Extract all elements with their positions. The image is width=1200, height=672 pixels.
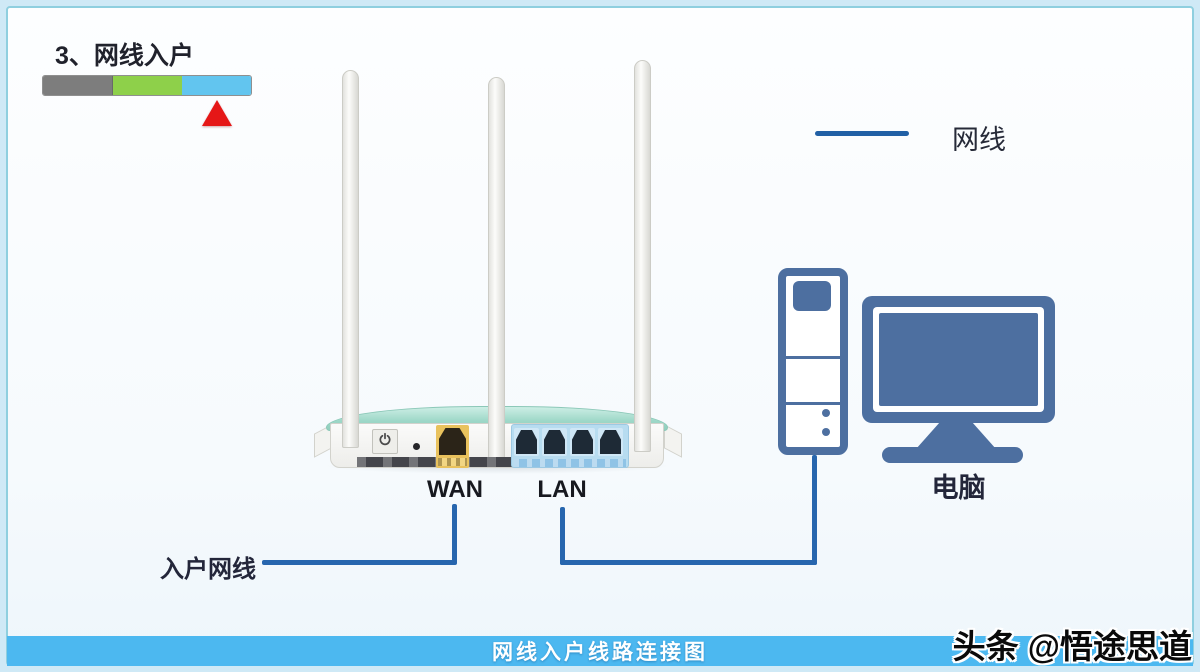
pc-tower-drive-bay xyxy=(793,281,831,311)
cable-incoming-to-wan-vertical xyxy=(452,504,457,564)
pc-monitor-bezel xyxy=(873,307,1044,412)
progress-segment-done xyxy=(43,76,113,95)
wan-port-label-strip xyxy=(438,458,467,466)
cable-incoming-to-wan-horizontal xyxy=(262,560,457,565)
incoming-cable-label: 入户网线 xyxy=(160,556,256,583)
computer-label: 电脑 xyxy=(931,473,986,503)
lan-port-4 xyxy=(598,428,623,456)
lan-port-2 xyxy=(542,428,567,456)
pc-tower-button-dot xyxy=(822,428,830,436)
wan-rj45-socket-icon xyxy=(439,428,466,455)
pc-monitor-base xyxy=(882,447,1023,463)
lan-section-label-strip xyxy=(514,459,626,467)
footer-caption: 网线入户线路连接图 xyxy=(492,641,708,664)
lan-rj45-socket-icon xyxy=(600,430,621,454)
cable-lan-to-pc-vertical-1 xyxy=(560,507,565,565)
router-antenna-right xyxy=(634,60,651,452)
pc-monitor-screen xyxy=(879,313,1038,406)
cable-lan-to-pc-vertical-2 xyxy=(812,455,817,565)
router-wan-port xyxy=(436,425,469,468)
legend-label: 网线 xyxy=(952,125,1006,155)
watermark: 头条 @悟途思道 xyxy=(952,628,1192,665)
pc-tower-button-dot xyxy=(822,409,830,417)
pc-tower-divider xyxy=(786,402,840,405)
pc-tower-divider xyxy=(786,356,840,359)
current-step-pointer-icon xyxy=(202,100,232,126)
pc-monitor xyxy=(862,296,1055,423)
lan-port-1 xyxy=(514,428,539,456)
progress-segment-done-2 xyxy=(113,76,182,95)
lan-port-label: LAN xyxy=(537,476,587,503)
pc-tower xyxy=(778,268,848,455)
lan-rj45-socket-icon xyxy=(544,430,565,454)
lan-port-3 xyxy=(570,428,595,456)
lan-rj45-socket-icon xyxy=(516,430,537,454)
router-antenna-left xyxy=(342,70,359,448)
router-lan-section xyxy=(511,424,629,468)
progress-segment-current xyxy=(182,76,251,95)
lan-ports-row xyxy=(514,428,623,456)
step-progress-bar xyxy=(42,75,252,96)
page-title: 3、网线入户 xyxy=(55,42,194,70)
wan-port-label: WAN xyxy=(427,476,483,503)
router-power-button xyxy=(372,429,398,454)
router-reset-hole xyxy=(413,443,420,450)
footer-bar: 网线入户线路连接图 xyxy=(7,636,1193,666)
power-icon xyxy=(378,432,392,451)
router-antenna-middle xyxy=(488,77,505,461)
lan-rj45-socket-icon xyxy=(572,430,593,454)
legend-cable-line xyxy=(815,131,909,136)
cable-lan-to-pc-horizontal xyxy=(560,560,817,565)
